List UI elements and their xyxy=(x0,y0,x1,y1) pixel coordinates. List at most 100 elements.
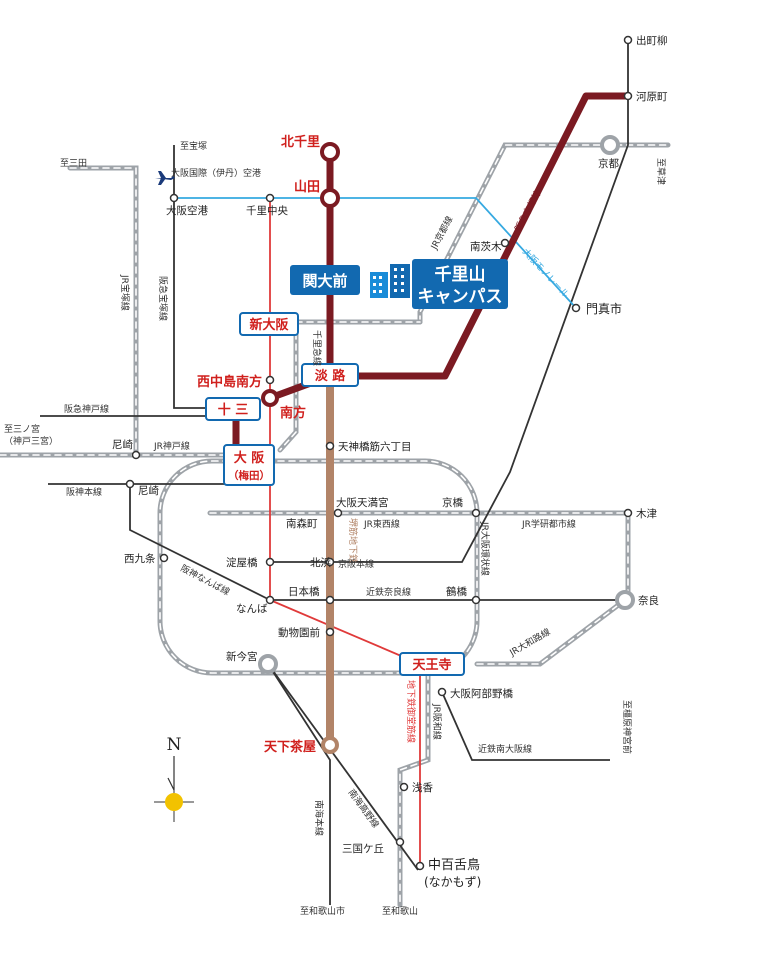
station-label: 尼崎 xyxy=(112,438,133,451)
station-marker xyxy=(395,837,405,847)
tennoji-box: 天王寺 xyxy=(399,652,465,676)
shin-osaka-box: 新大阪 xyxy=(239,312,299,336)
hankyu-takarazuka-line xyxy=(173,145,210,409)
osaka-box: 大 阪 （梅田） xyxy=(223,444,275,486)
station-sublabel: （梅田） xyxy=(228,469,270,482)
station-label: 新今宮 xyxy=(226,650,258,663)
hankyu-kyoto-line xyxy=(330,92,628,380)
station-label: 鶴橋 xyxy=(446,585,467,598)
station-label: 大阪阿部野橋 xyxy=(450,687,513,700)
jr-hanwa-line xyxy=(397,670,431,908)
station-marker xyxy=(623,35,633,45)
juso-box: 十 三 xyxy=(205,397,261,421)
station-marker xyxy=(615,590,635,610)
line-label: 近鉄奈良線 xyxy=(366,586,411,598)
kintetsu-minamiosaka-line xyxy=(441,691,610,761)
line-label: 近鉄南大阪線 xyxy=(478,743,532,755)
station-label: 日本橋 xyxy=(288,585,320,598)
destination-label: 至和歌山 xyxy=(382,905,418,917)
destination-label: 至草津 xyxy=(655,158,667,185)
station-label: 門真市 xyxy=(586,301,622,316)
station-marker xyxy=(169,193,179,203)
jr-kyoto-line xyxy=(417,142,671,325)
station-marker xyxy=(325,595,335,605)
station-marker xyxy=(437,687,447,697)
line-label: 京阪本線 xyxy=(338,558,374,570)
campus-box: 千里山 キャンパス xyxy=(412,259,508,309)
line-label: JR大和路線 xyxy=(507,626,553,659)
station-marker xyxy=(333,508,343,518)
station-markers xyxy=(125,35,635,871)
station-label: 西中島南方 xyxy=(197,374,262,390)
station-label: 西九条 xyxy=(124,552,156,565)
line-label: JR東西線 xyxy=(363,518,400,530)
station-label: 動物園前 xyxy=(278,626,320,639)
station-label: 新大阪 xyxy=(249,317,289,333)
station-label: 三国ケ丘 xyxy=(342,843,384,855)
campus-name-line1: 千里山 xyxy=(435,265,486,285)
destination-label: 至宝塚 xyxy=(180,140,207,152)
station-label: 十 三 xyxy=(218,402,249,418)
destination-label: （神戸三宮） xyxy=(4,435,58,447)
compass: N xyxy=(154,735,194,822)
station-label: 天王寺 xyxy=(412,657,451,673)
station-marker xyxy=(600,135,620,155)
line-label: JR宝塚線 xyxy=(119,274,131,311)
station-marker xyxy=(265,193,275,203)
station-marker xyxy=(325,557,335,567)
jr-yamatoji-line xyxy=(474,597,628,667)
station-label: 北千里 xyxy=(281,134,320,150)
station-label: なんば xyxy=(236,603,268,615)
station-marker xyxy=(623,508,633,518)
line-label: JR大阪環状線 xyxy=(479,521,491,576)
station-label: 淀屋橋 xyxy=(226,556,258,569)
compass-dot-icon xyxy=(165,793,183,811)
line-label: 南海高野線 xyxy=(346,787,382,830)
station-marker xyxy=(623,91,633,101)
jr-takarazuka-line xyxy=(67,165,139,458)
station-label: 南方 xyxy=(280,405,306,421)
station-label: 京橋 xyxy=(442,496,463,509)
jr-lines xyxy=(0,142,671,908)
station-label: 尼崎 xyxy=(138,484,159,497)
station-marker xyxy=(320,188,340,208)
monorail-line xyxy=(174,197,577,309)
destination-label: 至和歌山市 xyxy=(300,905,345,917)
station-marker xyxy=(265,557,275,567)
station-marker xyxy=(415,861,425,871)
station-label: 大阪空港 xyxy=(166,204,208,217)
station-marker xyxy=(325,441,335,451)
kandaimae-box: 関大前 xyxy=(290,265,360,295)
line-label: 千里急線 xyxy=(311,330,323,366)
station-sublabel: (なかもず) xyxy=(424,875,481,889)
station-label: 淡 路 xyxy=(315,368,347,384)
line-label: JR阪和線 xyxy=(431,703,443,740)
station-marker xyxy=(159,553,169,563)
keihan-main-line xyxy=(270,40,629,563)
station-label: 山田 xyxy=(294,179,320,195)
building-icon xyxy=(370,264,410,298)
station-marker xyxy=(125,479,135,489)
line-label: 阪急神戸線 xyxy=(64,403,109,415)
station-marker xyxy=(571,303,581,313)
line-label: 阪神本線 xyxy=(66,486,102,498)
line-label: 大阪モノレール xyxy=(520,246,572,300)
jr-loop-line xyxy=(157,458,480,676)
station-marker xyxy=(265,375,275,385)
station-label: 大 阪 xyxy=(234,450,266,466)
station-label: 千里中央 xyxy=(246,204,288,217)
nankai-main-line xyxy=(267,663,331,905)
jr-shinosaka-osaka xyxy=(277,319,299,453)
station-label: 京都 xyxy=(598,157,619,170)
line-label: JR神戸線 xyxy=(153,440,190,452)
destination-labels: 至宝塚 至三田 至三ノ宮 （神戸三宮） 至和歌山市 至和歌山 至橿原神宮前 至草… xyxy=(4,140,667,917)
station-marker xyxy=(265,595,275,605)
station-label: 大阪国際（伊丹）空港 xyxy=(171,167,261,179)
station-label: 南森町 xyxy=(286,517,318,530)
station-label: 北浜 xyxy=(310,557,331,569)
station-marker xyxy=(471,508,481,518)
station-labels: 出町柳 河原町 京都 南茨木 門真市 大阪国際（伊丹）空港 大阪空港 千里中央 … xyxy=(112,34,668,889)
hanshin-namba-line xyxy=(129,484,271,601)
